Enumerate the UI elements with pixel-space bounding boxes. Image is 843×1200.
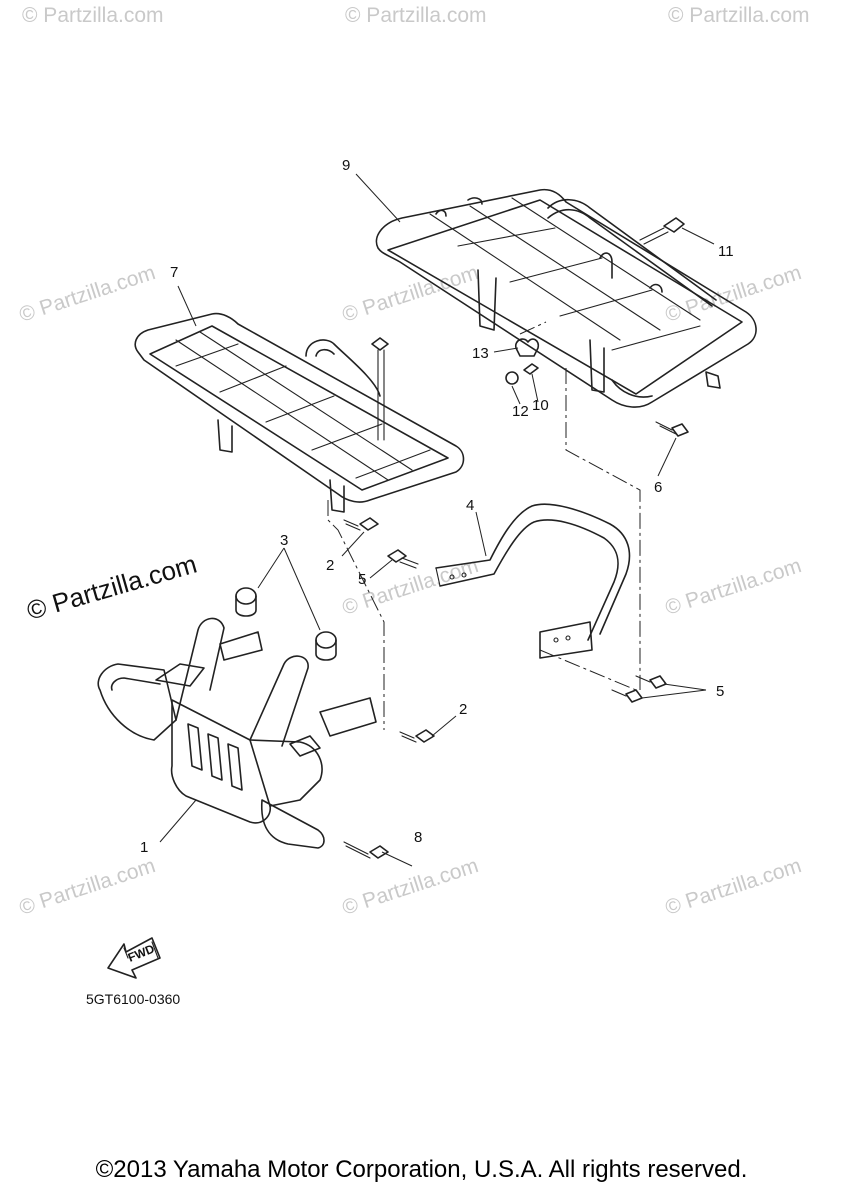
callouts: 1 2 2 3 4 5 5 6 7 8 9 10 11 12 13 [140,157,734,856]
bolts-2 [343,517,435,743]
callout-12: 12 [512,403,529,420]
callout-5: 5 [358,571,366,588]
callout-9: 9 [342,157,350,174]
watermark-main: © Partzilla.com [23,549,200,626]
callout-5: 5 [716,683,724,700]
diagram-code: 5GT6100-0360 [86,991,180,1007]
watermark: © Partzilla.com [16,261,158,327]
bolts-5 [387,549,667,703]
watermark: © Partzilla.com [345,4,487,27]
rear-carrier [375,188,757,408]
watermark: © Partzilla.com [662,854,804,920]
callout-2: 2 [326,557,334,574]
fwd-arrow-icon: FWD [107,937,161,979]
callout-4: 4 [466,497,474,514]
front-guard [97,617,389,859]
watermark-group: © Partzilla.com © Partzilla.com © Partzi… [16,4,809,920]
callout-1: 1 [140,839,148,856]
callout-3: 3 [280,532,288,549]
callout-10: 10 [532,397,549,414]
small-fasteners-rear [505,217,689,437]
watermark: © Partzilla.com [668,4,810,27]
callout-13: 13 [472,345,489,362]
watermark: © Partzilla.com [22,4,164,27]
front-carrier [134,312,465,513]
callout-11: 11 [718,243,734,260]
watermark: © Partzilla.com [339,261,481,327]
rear-guard [435,503,631,659]
leader-lines [159,173,715,867]
callout-2: 2 [459,701,467,718]
callout-8: 8 [414,829,422,846]
collars-3 [235,587,337,661]
watermark: © Partzilla.com [662,554,804,620]
alignment-lines [327,321,641,730]
callout-6: 6 [654,479,662,496]
callout-7: 7 [170,264,178,281]
watermark: © Partzilla.com [16,854,158,920]
copyright-notice: ©2013 Yamaha Motor Corporation, U.S.A. A… [95,1156,748,1183]
watermark: © Partzilla.com [339,854,481,920]
